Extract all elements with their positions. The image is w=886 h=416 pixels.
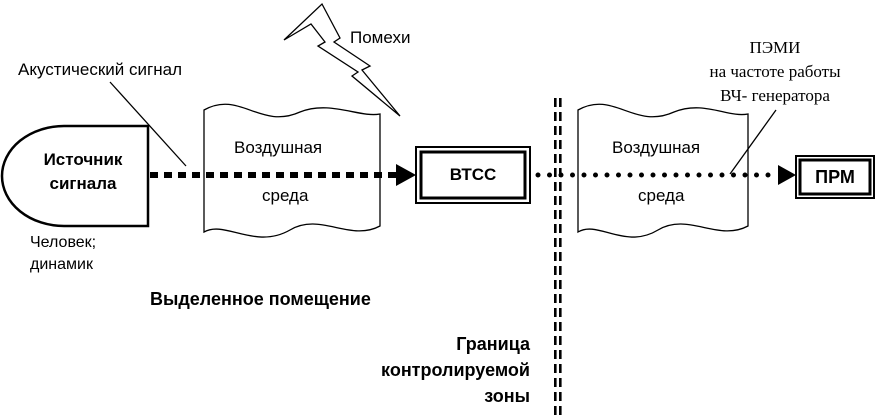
- pemi-line3: ВЧ- генератора: [720, 86, 830, 105]
- prm-label: ПРМ: [815, 167, 855, 187]
- air-medium-right-line1: Воздушная: [612, 138, 701, 157]
- air-medium-right-line2: среда: [638, 186, 685, 205]
- btss-box-inner: [419, 150, 527, 200]
- lightning-icon: [283, 2, 401, 117]
- air-medium-left-line1: Воздушная: [234, 138, 323, 157]
- air-medium-left: [203, 103, 381, 238]
- signal-source-shape: [0, 124, 150, 228]
- pemi-line2: на частоте работы: [709, 62, 841, 81]
- leader-pemi: [729, 109, 777, 175]
- interference-label: Помехи: [350, 28, 411, 47]
- prm-box-inner: [798, 158, 872, 196]
- pemi-line1: ПЭМИ: [749, 38, 801, 57]
- arrow-to-btss: [396, 164, 416, 186]
- zone-boundary-line2: контролируемой: [381, 360, 530, 380]
- zone-boundary-line: [550, 96, 562, 416]
- acoustic-signal-label: Акустический сигнал: [18, 60, 182, 79]
- leader-acoustic-signal: [109, 81, 187, 167]
- zone-boundary-line3: зоны: [484, 386, 530, 406]
- signal-source-title: Источник сигнала: [43, 150, 123, 193]
- zone-boundary-line1: Граница: [456, 334, 530, 354]
- dedicated-room-label: Выделенное помещение: [150, 289, 371, 309]
- source-caption: Человек; динамик: [30, 234, 97, 273]
- air-medium-left-line2: среда: [262, 186, 309, 205]
- air-medium-right: [577, 103, 749, 238]
- arrow-to-prm: [778, 165, 796, 185]
- btss-label: ВТСС: [449, 165, 497, 184]
